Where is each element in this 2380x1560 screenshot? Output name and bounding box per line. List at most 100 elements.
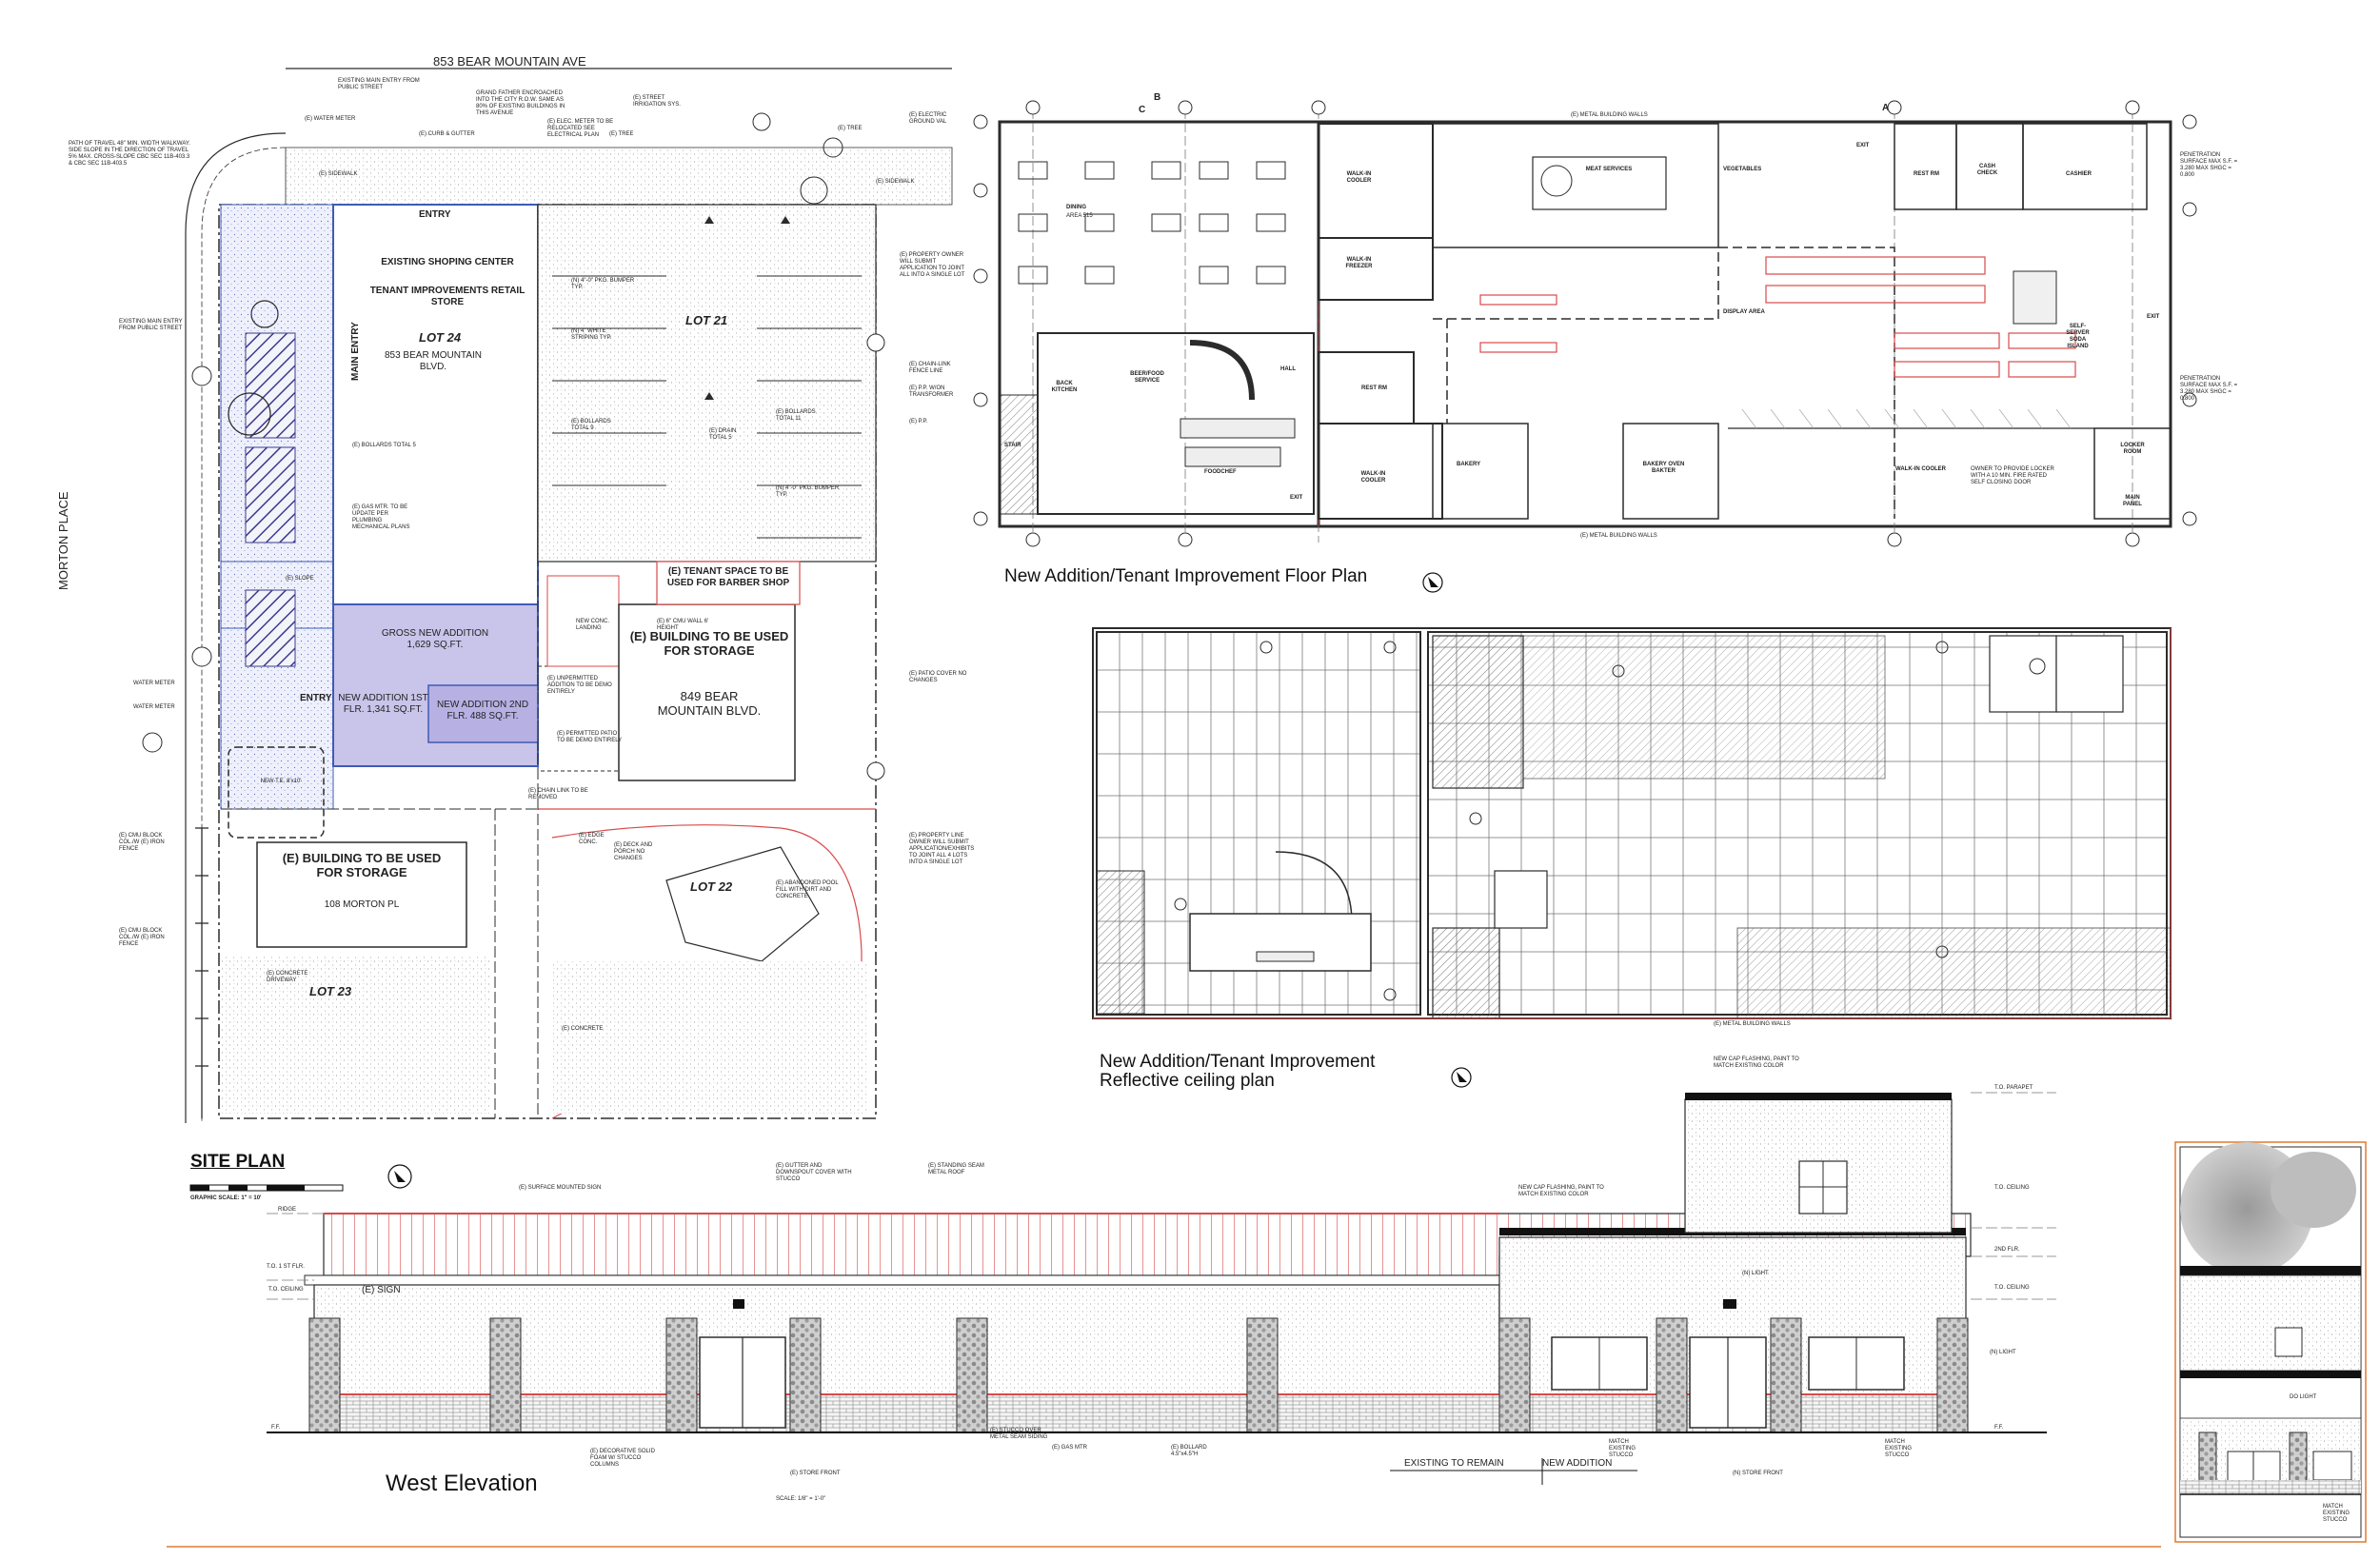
grid-c: C [1139,105,1146,115]
note-gas: (E) GAS MTR. TO BE UPDATE PER PLUMBING M… [352,504,410,530]
west-elevation [267,1092,2056,1485]
site-plan [142,68,953,1192]
thumb-do-light: DO LIGHT [2290,1394,2317,1400]
note-chain-link-removed: (E) CHAIN LINK TO BE REMOVED [528,788,588,800]
room-back-kitchen: BACK KITCHEN [1051,381,1078,393]
floor-plan-title: New Addition/Tenant Improvement Floor Pl… [1004,566,1368,586]
level-to-ceiling-3: T.O. CEILING [1994,1285,2030,1291]
note-property-line: (E) PROPERTY LINE OWNER WILL SUBMIT APPL… [909,833,975,865]
label-sign: (E) SIGN [362,1285,401,1295]
room-dining-area: AREA 515 [1066,213,1093,219]
room-stair: STAIR [1004,443,1021,448]
level-ff-2: F.F. [1994,1425,2004,1431]
tenant-improvements-label: TENANT IMPROVEMENTS RETAIL STORE [369,286,526,307]
label-new-addition: NEW ADDITION [1542,1458,1613,1469]
note-tree-1: (E) TREE [609,131,634,137]
room-display-area: DISPLAY AREA [1723,309,1765,315]
metal-walls-bottom: (E) METAL BUILDING WALLS [1580,533,1657,539]
room-vegetables: VEGETABLES [1723,167,1762,172]
note-electric-ground: (E) ELECTRIC GROUND VAL [909,112,947,125]
ceiling-plan-title-2: Reflective ceiling plan [1100,1071,1275,1091]
address-849: 849 BEAR MOUNTAIN BLVD. [657,689,762,718]
label-surface-sign: (E) SURFACE MOUNTED SIGN [519,1185,602,1191]
note-patio-cover: (E) PATIO COVER NO CHANGES [909,671,967,683]
exit-2: EXIT [2147,314,2160,320]
level-to-ceiling-2: T.O. CEILING [1994,1185,2030,1191]
note-street-irrigation: (E) STREET IRRIGATION SYS. [633,95,681,108]
label-gutter: (E) GUTTER AND DOWNSPOUT COVER WITH STUC… [776,1163,852,1182]
room-walkin-cooler-1: WALK-IN COOLER [1346,171,1372,184]
lot24-address: 853 BEAR MOUNTAIN BLVD. [384,350,483,372]
note-sidewalk-2: (E) SIDEWALK [876,179,915,185]
note-pp: (E) P.P. [909,419,928,425]
addition-2nd-label: NEW ADDITION 2ND FLR. 488 SQ.FT. [436,700,529,721]
addition-1st-label: NEW ADDITION 1ST FLR. 1,341 SQ.FT. [338,693,428,715]
note-permitted-patio: (E) PERMITTED PATIO TO BE DEMO ENTIRELY [557,731,623,743]
room-rest-rm-2: REST RM [1361,385,1387,391]
note-new-te: NEW T.E. 8'x10' [260,779,302,784]
note-cmu-block-1: (E) CMU BLOCK COL./W (E) IRON FENCE [119,833,165,852]
storage-849-label: (E) BUILDING TO BE USED FOR STORAGE [629,629,789,658]
note-pp-transformer: (E) P.P. W/ON TRANSFORMER [909,385,954,398]
room-walkin-cooler-3: WALK-IN COOLER [1895,466,1946,472]
note-tree-2: (E) TREE [838,126,863,131]
storage-108-label: (E) BUILDING TO BE USED FOR STORAGE [282,851,442,879]
note-cmu-wall: (E) 6" CMU WALL 6' HEIGHT [657,619,709,631]
note-conc-driveway: (E) CONCRETE DRIVEWAY [267,971,308,983]
room-bakery-oven: BAKERY OVEN BAKTER [1642,462,1685,474]
note-abandoned-pool: (E) ABANDONED POOL FILL WITH DIRT AND CO… [776,880,839,899]
note-bumper-2: (N) 4"-0" PKG. BUMPER TYP. [776,485,840,498]
label-stucco-siding: (E) STUCCO OVER METAL SEAM SIDING [990,1428,1048,1440]
level-ff-1: F.F. [271,1425,281,1431]
label-decorative: (E) DECORATIVE SOLID FOAM W/ STUCCO COLU… [590,1449,655,1468]
west-elevation-scale: SCALE: 1/8" = 1'-0" [776,1496,826,1502]
label-store-front-2: (N) STORE FRONT [1733,1471,1783,1476]
note-edge-conc: (E) EDGE CONC. [579,833,605,845]
room-self-server: SELF-SERVER SODA ISLAND [2066,324,2090,349]
label-cap-flashing-2: NEW CAP FLASHING, PAINT TO MATCH EXISTIN… [1518,1185,1604,1197]
label-match-stucco-2: MATCH EXISTING STUCCO [1885,1439,1913,1458]
street-label-left: MORTON PLACE [56,491,70,590]
west-elevation-title: West Elevation [386,1471,538,1496]
address-108: 108 MORTON PL [324,899,400,910]
note-bumper-1: (N) 4"-0" PKG. BUMPER TYP. [571,278,635,290]
room-meat-services: MEAT SERVICES [1585,167,1633,172]
note-curb-gutter: (E) CURB & GUTTER [419,131,475,137]
note-bollards-lot21a: (E) BOLLARDS TOTAL 9 [571,419,611,431]
note-drain: (E) DRAIN TOTAL 5 [709,428,737,441]
note-property-owner: (E) PROPERTY OWNER WILL SUBMIT APPLICATI… [900,252,965,278]
room-cashier: CASHIER [2066,171,2092,177]
thumb-match-existing: MATCH EXISTING STUCCO [2323,1504,2350,1523]
note-water-meter-2: WATER METER [133,704,175,710]
note-unpermitted: (E) UNPERMITTED ADDITION TO BE DEMO ENTI… [547,676,612,695]
tenant-space-label: (E) TENANT SPACE TO BE USED FOR BARBER S… [666,566,790,588]
room-walkin-cooler-2: WALK-IN COOLER [1360,471,1386,484]
note-sidewalk-1: (E) SIDEWALK [319,171,358,177]
note-cmu-block-2: (E) CMU BLOCK COL./W (E) IRON FENCE [119,928,165,947]
exit-1: EXIT [1856,143,1870,148]
note-bollards-lot21b: (E) BOLLARDS TOTAL 11 [776,409,816,422]
note-slope: (E) SLOPE [286,576,314,582]
main-entry-label: MAIN ENTRY [350,322,361,381]
level-to-roof: T.O. 1 ST FLR. [267,1264,305,1270]
label-existing-to-remain: EXISTING TO REMAIN [1404,1458,1504,1469]
street-label-top: 853 BEAR MOUNTAIN AVE [433,54,586,69]
owner-locker-note: OWNER TO PROVIDE LOCKER WITH A 10 MIN. F… [1971,466,2054,485]
room-main-panel: MAIN PANEL [2123,495,2142,507]
label-light-2: (N) LIGHT [1990,1350,2016,1355]
entry-top-label: ENTRY [419,209,451,220]
note-path-of-travel: PATH OF TRAVEL 48" MIN. WIDTH WALKWAY. S… [69,141,190,167]
room-rest-rm-1: REST RM [1914,171,1939,177]
site-plan-title: SITE PLAN [190,1152,286,1172]
label-store-front-1: (E) STORE FRONT [790,1471,841,1476]
note-deck-porch: (E) DECK AND PORCH NO CHANGES [614,842,653,861]
label-match-stucco-1: MATCH EXISTING STUCCO [1609,1439,1636,1458]
ceiling-plan-title-1: New Addition/Tenant Improvement [1100,1052,1376,1072]
room-locker-room: LOCKER ROOM [2120,443,2145,455]
site-plan-scale: GRAPHIC SCALE: 1" = 10' [190,1195,262,1201]
level-to-ceiling-1: T.O. CEILING [268,1287,304,1293]
room-walkin-freezer: WALK-IN FREEZER [1345,257,1373,269]
room-foodchef: FOODCHEF [1204,469,1237,475]
grid-b: B [1154,92,1161,103]
